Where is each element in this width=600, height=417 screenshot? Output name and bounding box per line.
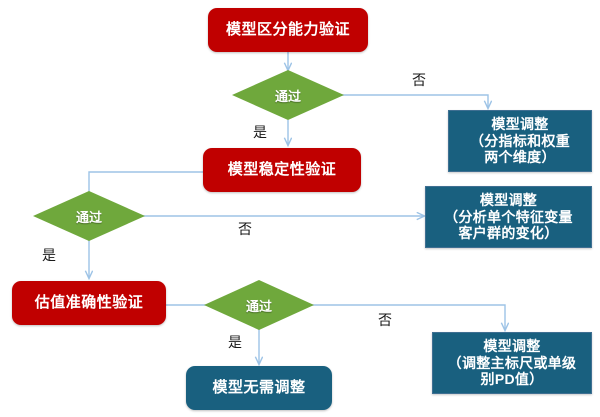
decision-stability-passed[interactable]: 通过 — [33, 191, 145, 241]
decision-accuracy-passed[interactable]: 通过 — [204, 280, 314, 330]
edge-decision1-no-to-adjust1 — [332, 94, 488, 108]
adjust1-line2: （分指标和权重 — [469, 132, 571, 149]
edge-label-decision2-no: 否 — [238, 221, 252, 237]
box-adjust-feature-variable-segment[interactable]: 模型调整 （分析单个特征变量 客户群的变化） — [425, 186, 592, 248]
terminator-no-adjustment-needed-label: 模型无需调整 — [212, 379, 306, 397]
adjust3-line1: 模型调整 — [483, 338, 541, 355]
edge-label-decision1-no: 否 — [412, 72, 426, 88]
adjust2-line1: 模型调整 — [479, 192, 538, 209]
box-adjust-masterscale-pd[interactable]: 模型调整 （调整主标尺或单级 别PD值） — [432, 332, 592, 394]
adjust2-line3: 客户群的变化） — [458, 225, 559, 242]
adjust2-line2: （分析单个特征变量 — [444, 208, 573, 225]
adjust1-line3: 两个维度） — [484, 149, 556, 166]
adjust3-line3: 别PD值） — [480, 371, 544, 388]
decision-discrimination-passed[interactable]: 通过 — [232, 70, 344, 120]
process-validate-accuracy-label: 估值准确性验证 — [34, 294, 144, 312]
adjust3-line2: （调整主标尺或单级 — [447, 354, 577, 371]
edge-label-decision2-yes: 是 — [42, 247, 56, 263]
process-validate-accuracy[interactable]: 估值准确性验证 — [12, 281, 166, 325]
process-validate-discrimination[interactable]: 模型区分能力验证 — [208, 8, 368, 52]
decision-2-label: 通过 — [75, 209, 102, 225]
process-validate-stability[interactable]: 模型稳定性验证 — [203, 148, 361, 192]
process-validate-discrimination-label: 模型区分能力验证 — [225, 21, 350, 39]
adjust1-line1: 模型调整 — [491, 116, 549, 133]
edge-label-decision3-yes: 是 — [228, 334, 242, 350]
terminator-no-adjustment-needed[interactable]: 模型无需调整 — [186, 366, 332, 410]
edge-label-decision1-yes: 是 — [253, 124, 267, 140]
edge-label-decision3-no: 否 — [378, 312, 392, 328]
edge-stability-to-decision2 — [88, 171, 203, 193]
edge-decision3-no-to-adjust3 — [311, 304, 505, 330]
diamond-shape-3 — [204, 280, 314, 330]
diamond-shape-2 — [33, 191, 145, 241]
decision-3-label: 通过 — [245, 298, 272, 314]
decision-1-label: 通过 — [274, 88, 301, 104]
process-validate-stability-label: 模型稳定性验证 — [227, 161, 337, 179]
box-adjust-indicators-weights[interactable]: 模型调整 （分指标和权重 两个维度） — [448, 110, 592, 172]
diamond-shape-1 — [232, 70, 344, 120]
